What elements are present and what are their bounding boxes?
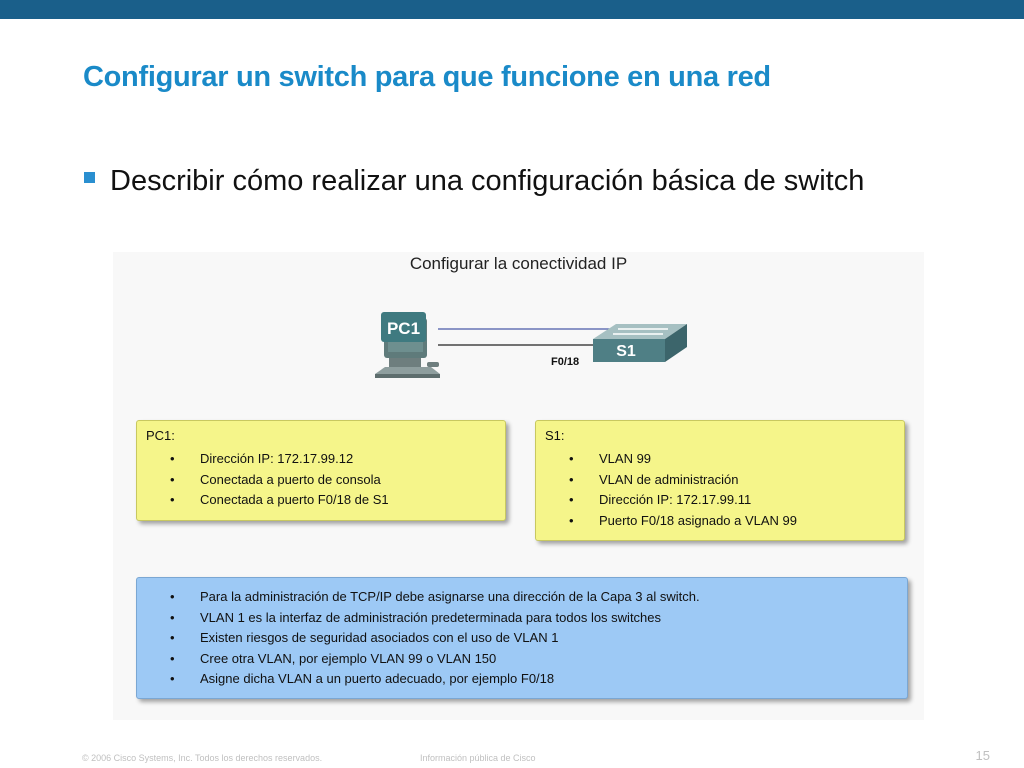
pc-icon: PC1 [375,312,440,378]
notes-box: Para la administración de TCP/IP debe as… [136,577,908,699]
footer-info: Información pública de Cisco [420,753,536,763]
switch-info-item: Dirección IP: 172.17.99.11 [569,490,797,511]
figure-title: Configurar la conectividad IP [409,254,628,273]
notes-item: Cree otra VLAN, por ejemplo VLAN 99 o VL… [170,649,700,670]
switch-label: S1 [616,343,636,360]
switch-info-item: VLAN de administración [569,470,797,491]
page-number: 15 [975,748,990,763]
pc-box-title: PC1: [146,428,175,443]
switch-box-title: S1: [545,428,565,443]
switch-info-box: S1: VLAN 99 VLAN de administración Direc… [535,420,905,541]
notes-item: Existen riesgos de seguridad asociados c… [170,628,700,649]
pc-info-list: Dirección IP: 172.17.99.12 Conectada a p… [170,449,389,511]
square-bullet-icon [84,172,95,183]
top-banner [0,0,1024,19]
pc-info-item: Dirección IP: 172.17.99.12 [170,449,389,470]
footer-copyright: © 2006 Cisco Systems, Inc. Todos los der… [82,753,323,763]
notes-item: Asigne dicha VLAN a un puerto adecuado, … [170,669,700,690]
network-topology: PC1 S1 F0/18 [375,312,687,378]
connection-lines [438,328,613,346]
figure-panel: Configurar la conectividad IP PC1 S1 F0/… [113,252,924,720]
switch-icon: S1 [593,324,687,362]
pc-info-box: PC1: Dirección IP: 172.17.99.12 Conectad… [136,420,506,521]
pc-label: PC1 [387,319,420,338]
bullet-text: Describir cómo realizar una configuració… [110,165,865,197]
notes-item: Para la administración de TCP/IP debe as… [170,587,700,608]
switch-info-item: Puerto F0/18 asignado a VLAN 99 [569,511,797,532]
pc-info-item: Conectada a puerto F0/18 de S1 [170,490,389,511]
notes-item: VLAN 1 es la interfaz de administración … [170,608,700,629]
switch-info-list: VLAN 99 VLAN de administración Dirección… [569,449,797,531]
switch-info-item: VLAN 99 [569,449,797,470]
slide-title: Configurar un switch para que funcione e… [83,61,771,93]
port-label: F0/18 [551,356,579,368]
pc-info-item: Conectada a puerto de consola [170,470,389,491]
notes-list: Para la administración de TCP/IP debe as… [170,587,700,690]
